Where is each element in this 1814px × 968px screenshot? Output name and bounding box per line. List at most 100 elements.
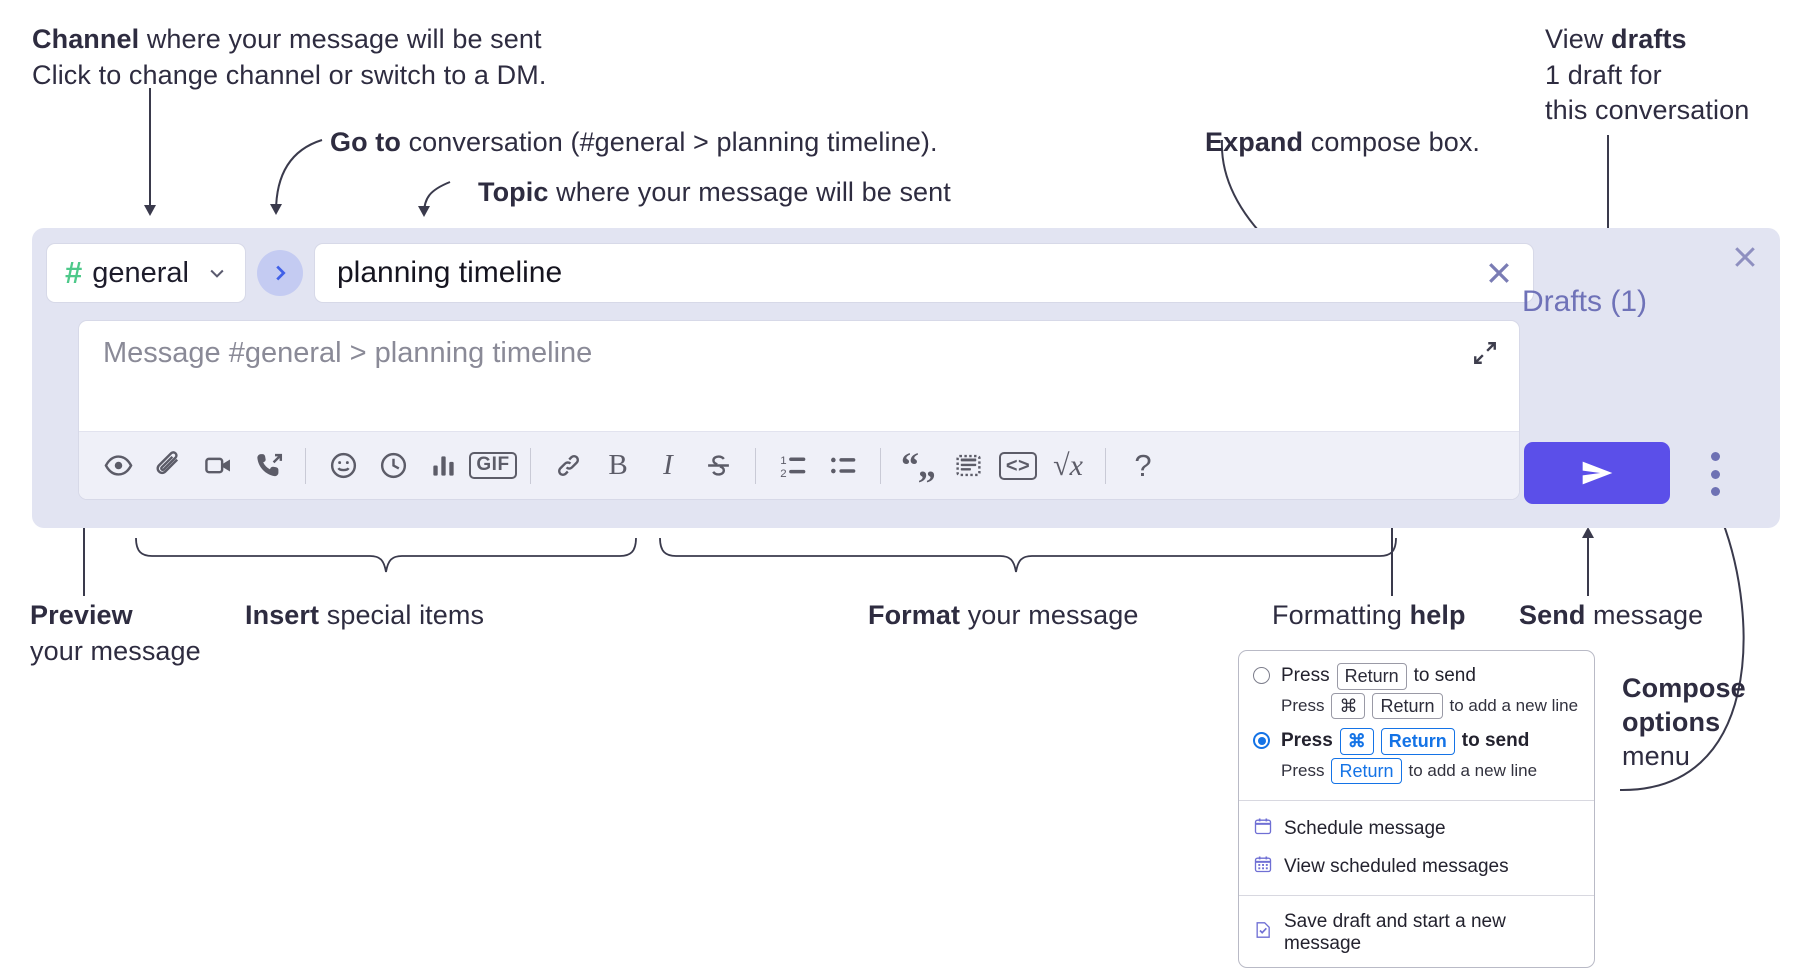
annotation-channel: Channel where your message will be sent … xyxy=(32,22,546,93)
ordered-list-icon[interactable]: 1 2 xyxy=(768,441,818,491)
attachment-icon[interactable] xyxy=(143,441,193,491)
key-return: Return xyxy=(1372,692,1443,719)
annotation-goto-rest: conversation (#general > planning timeli… xyxy=(400,127,938,157)
calendar-icon xyxy=(1253,816,1273,842)
menu-item-view-scheduled-messages[interactable]: View scheduled messages xyxy=(1239,848,1594,886)
annotation-send: Send message xyxy=(1519,598,1703,634)
bulleted-list-icon[interactable] xyxy=(818,441,868,491)
annotation-topic-rest: where your message will be sent xyxy=(548,177,951,207)
channel-name: general xyxy=(92,256,189,289)
annotation-compose-l3: menu xyxy=(1622,740,1690,771)
annotation-preview: Preview your message xyxy=(30,598,201,669)
emoji-icon[interactable] xyxy=(318,441,368,491)
radio-selected[interactable] xyxy=(1253,732,1270,749)
annotation-insert-rest: special items xyxy=(319,600,485,630)
option2-sub-post: to add a new line xyxy=(1408,760,1538,780)
annotation-expand-rest: compose box. xyxy=(1303,127,1481,157)
hash-icon: # xyxy=(65,254,83,290)
math-icon[interactable]: √x xyxy=(1053,448,1083,482)
kebab-dot xyxy=(1710,487,1720,496)
menu-divider xyxy=(1239,800,1594,801)
go-to-conversation-button[interactable] xyxy=(257,250,303,296)
compose-header-row: # general planning timeline xyxy=(46,242,1534,304)
menu-item-schedule-message[interactable]: Schedule message xyxy=(1239,810,1594,848)
svg-text:1: 1 xyxy=(780,455,786,467)
video-icon[interactable] xyxy=(193,441,243,491)
annotation-send-rest: message xyxy=(1585,600,1704,630)
message-placeholder: Message #general > planning timeline xyxy=(103,337,593,369)
key-command: ⌘ xyxy=(1331,692,1366,719)
compose-options-button[interactable] xyxy=(1698,452,1732,496)
option1-post: to send xyxy=(1413,665,1476,687)
toolbar-divider xyxy=(305,447,306,484)
huddle-icon[interactable] xyxy=(243,441,293,491)
chevron-down-icon xyxy=(207,263,227,283)
option1-pre: Press xyxy=(1281,665,1330,687)
radio-unselected[interactable] xyxy=(1253,667,1270,684)
option1-sub: Press ⌘ Return to add a new line xyxy=(1239,690,1594,727)
code-icon[interactable]: <> xyxy=(993,441,1043,491)
gif-icon[interactable]: GIF xyxy=(468,441,518,491)
annotation-expand-bold: Expand xyxy=(1205,127,1304,157)
menu-item-label: View scheduled messages xyxy=(1284,856,1509,877)
option1-sub-post: to add a new line xyxy=(1449,695,1579,715)
option2-post: to send xyxy=(1461,730,1530,752)
reminder-icon[interactable] xyxy=(368,441,418,491)
compose-panel: # general planning timeline Message #gen… xyxy=(32,228,1780,528)
save-draft-icon xyxy=(1253,920,1273,946)
option1-sub-pre: Press xyxy=(1281,695,1325,715)
option-press-cmd-return-to-send[interactable]: Press ⌘ Return to send xyxy=(1239,726,1594,755)
key-command: ⌘ xyxy=(1339,728,1374,755)
option-press-return-to-send[interactable]: Press Return to send xyxy=(1239,661,1594,690)
quote-glyph: “„ xyxy=(901,445,936,486)
annotation-channel-bold: Channel xyxy=(32,24,140,54)
annotation-format-bold: Format xyxy=(868,600,961,630)
option2-sub-pre: Press xyxy=(1281,760,1325,780)
drafts-link[interactable]: Drafts (1) xyxy=(1522,285,1648,318)
key-return: Return xyxy=(1336,663,1407,690)
annotation-channel-sub: Click to change channel or switch to a D… xyxy=(32,59,547,90)
annotation-drafts-sub2: this conversation xyxy=(1545,95,1750,126)
link-icon[interactable] xyxy=(543,441,593,491)
toolbar-divider xyxy=(880,447,881,484)
annotation-compose-options: Compose options menu xyxy=(1622,672,1746,773)
topic-input[interactable]: planning timeline xyxy=(314,243,1534,303)
preview-icon[interactable] xyxy=(93,441,143,491)
annotation-formatting-help: Formatting help xyxy=(1272,598,1466,634)
formatting-toolbar: GIF B I xyxy=(79,431,1519,499)
svg-text:2: 2 xyxy=(780,468,786,480)
poll-icon[interactable] xyxy=(418,441,468,491)
expand-compose-icon[interactable] xyxy=(1465,333,1505,373)
menu-item-label: Save draft and start a new message xyxy=(1284,911,1506,954)
kebab-dot xyxy=(1710,452,1720,461)
annotation-help-pre: Formatting xyxy=(1272,600,1410,630)
italic-icon[interactable]: I xyxy=(663,449,673,481)
annotation-drafts-pre: View xyxy=(1545,24,1612,54)
annotation-insert: Insert special items xyxy=(245,598,484,634)
topic-value: planning timeline xyxy=(337,256,563,289)
compose-options-menu: Press Return to send Press ⌘ Return to a… xyxy=(1238,650,1595,968)
menu-item-save-draft[interactable]: Save draft and start a new message xyxy=(1239,905,1594,961)
close-icon[interactable] xyxy=(1728,240,1762,274)
annotation-drafts-sub1: 1 draft for xyxy=(1545,59,1662,90)
chevron-right-icon xyxy=(276,265,286,281)
annotation-goto: Go to conversation (#general > planning … xyxy=(330,125,938,161)
annotation-preview-rest: your message xyxy=(30,635,201,666)
clear-topic-icon[interactable] xyxy=(1479,253,1519,293)
message-input-box[interactable]: Message #general > planning timeline xyxy=(78,320,1520,500)
annotation-topic-bold: Topic xyxy=(478,177,549,207)
formatting-help-icon[interactable]: ? xyxy=(1134,447,1152,483)
annotation-drafts: View drafts 1 draft for this conversatio… xyxy=(1545,22,1749,129)
calendar-grid-icon xyxy=(1253,854,1273,880)
annotation-preview-bold: Preview xyxy=(30,600,133,630)
strikethrough-icon[interactable] xyxy=(693,441,743,491)
blockquote-icon[interactable]: “„ xyxy=(893,441,943,491)
send-button[interactable] xyxy=(1524,442,1670,504)
kebab-dot xyxy=(1710,469,1720,479)
annotation-drafts-bold: drafts xyxy=(1611,24,1687,54)
channel-selector[interactable]: # general xyxy=(46,243,246,303)
code-block-icon[interactable] xyxy=(943,441,993,491)
annotation-format-rest: your message xyxy=(960,600,1139,630)
bold-icon[interactable]: B xyxy=(608,449,628,481)
annotation-channel-rest: where your message will be sent xyxy=(139,24,542,54)
